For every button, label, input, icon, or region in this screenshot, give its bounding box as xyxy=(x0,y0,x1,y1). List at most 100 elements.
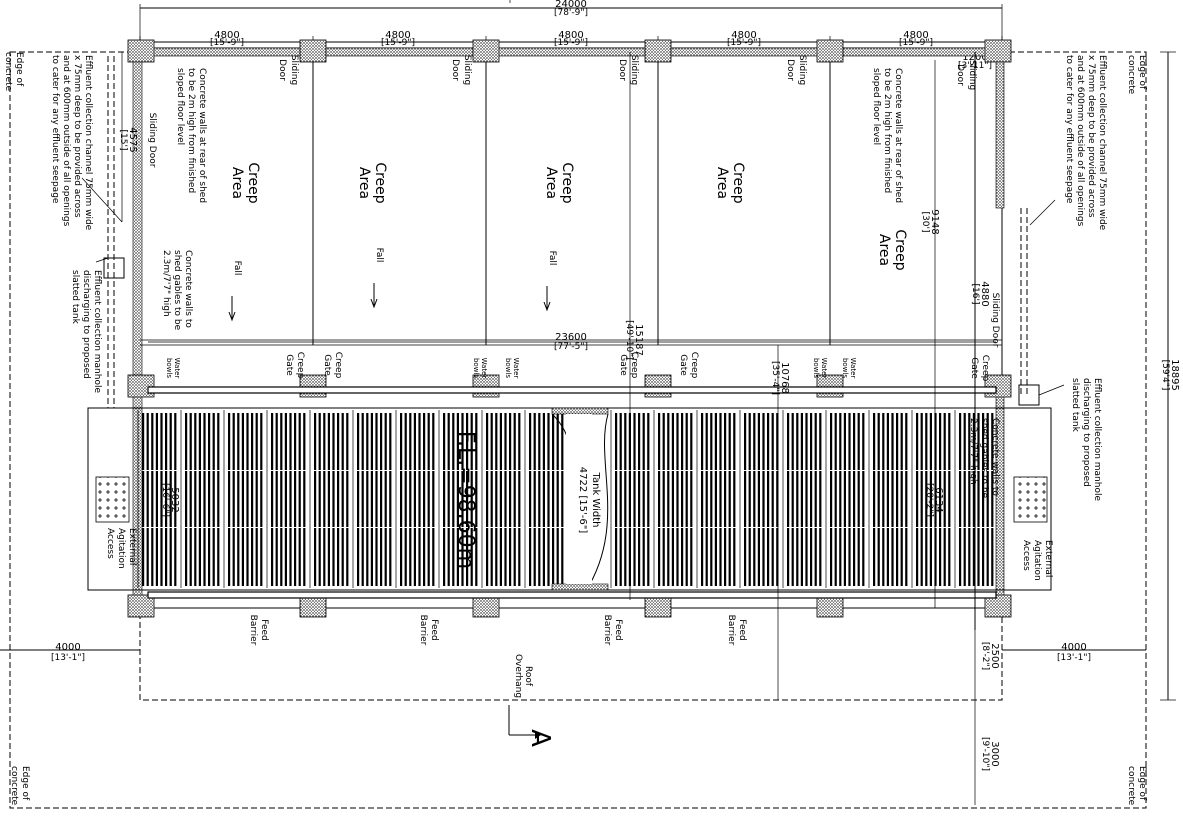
slat xyxy=(891,471,894,527)
slat xyxy=(638,471,641,527)
slat xyxy=(767,471,770,527)
slat xyxy=(771,528,774,586)
slat xyxy=(198,471,201,527)
slat xyxy=(518,413,521,470)
slat xyxy=(151,528,154,586)
slat xyxy=(241,471,244,527)
slat xyxy=(853,471,856,527)
slat xyxy=(896,471,899,527)
slat xyxy=(294,471,297,527)
slat xyxy=(323,528,326,586)
slat xyxy=(882,528,885,586)
slat xyxy=(298,528,301,586)
slat xyxy=(900,413,903,470)
sliding-door-label-line: Sliding xyxy=(629,55,639,85)
effluent-channel-note-right-line: Effluent collection channel 75mm wide xyxy=(1097,55,1107,231)
slat xyxy=(705,528,708,586)
slat xyxy=(323,413,326,470)
bay-dimension-value: 4800 xyxy=(214,30,239,41)
slat xyxy=(977,528,980,586)
slat xyxy=(862,471,865,527)
slat xyxy=(959,413,962,470)
roof-overhang-outline xyxy=(139,47,1003,701)
slat xyxy=(934,528,937,586)
feed-barrier-label-line: Feed xyxy=(429,619,439,640)
slat xyxy=(384,471,387,527)
water-bowl-label-line: bowls xyxy=(841,358,849,378)
slat xyxy=(839,528,842,586)
slat xyxy=(638,413,641,470)
slat xyxy=(667,413,670,470)
slat xyxy=(142,471,145,527)
creep-area-word: Creep xyxy=(372,162,388,203)
slat xyxy=(366,471,369,527)
slat xyxy=(375,413,378,470)
creep-gate-label-line: Gate xyxy=(618,354,628,376)
slat xyxy=(556,528,559,586)
slat xyxy=(490,413,493,470)
slat xyxy=(642,413,645,470)
slat xyxy=(470,528,473,586)
slat xyxy=(160,528,163,586)
slat xyxy=(929,528,932,586)
slat xyxy=(681,528,684,586)
sliding-door-label-line: Door xyxy=(617,59,627,81)
slat xyxy=(499,471,502,527)
slat xyxy=(189,471,192,527)
slat xyxy=(624,413,627,470)
slat xyxy=(972,471,975,527)
slat xyxy=(724,528,727,586)
slat xyxy=(977,471,980,527)
slat xyxy=(972,528,975,586)
creep-gate-label-line: Creep xyxy=(689,352,699,379)
slat xyxy=(690,413,693,470)
slat xyxy=(685,471,688,527)
slat xyxy=(767,528,770,586)
slat xyxy=(275,528,278,586)
slat xyxy=(982,528,985,586)
slat xyxy=(800,413,803,470)
slat xyxy=(882,413,885,470)
slat xyxy=(203,528,206,586)
slat xyxy=(456,528,459,586)
slat xyxy=(681,471,684,527)
slat xyxy=(456,471,459,527)
slat xyxy=(662,471,665,527)
sliding-door-label-line: Door xyxy=(955,64,965,86)
slat xyxy=(260,528,263,586)
slat xyxy=(452,528,455,586)
slat xyxy=(943,471,946,527)
slat xyxy=(447,413,450,470)
gable-walls-note-right-line: 2.3m/7'7" high xyxy=(968,418,978,485)
slat xyxy=(212,413,215,470)
creep-gate-label-line: Creep xyxy=(295,352,305,379)
slat xyxy=(413,528,416,586)
slat xyxy=(232,471,235,527)
water-bowl-label-line: bowls xyxy=(504,358,512,378)
svg-text:[13'-1"]: [13'-1"] xyxy=(51,653,85,663)
slat xyxy=(194,471,197,527)
dimension-4000-right: 4000 [13'-1"] xyxy=(1002,642,1146,663)
fall-indicator: Fall xyxy=(543,251,557,312)
slat xyxy=(404,471,407,527)
slat xyxy=(800,471,803,527)
slat xyxy=(810,413,813,470)
slat xyxy=(615,471,618,527)
slat xyxy=(701,528,704,586)
water-bowl-label-line: Water xyxy=(820,358,828,379)
slat xyxy=(714,471,717,527)
edge-of-concrete-bottom-right-line: Edge of xyxy=(1137,766,1147,801)
slat xyxy=(787,413,790,470)
sliding-door-label-line: Door xyxy=(785,59,795,81)
slat xyxy=(991,413,994,470)
slat xyxy=(920,528,923,586)
slat xyxy=(495,471,498,527)
slat xyxy=(475,471,478,527)
